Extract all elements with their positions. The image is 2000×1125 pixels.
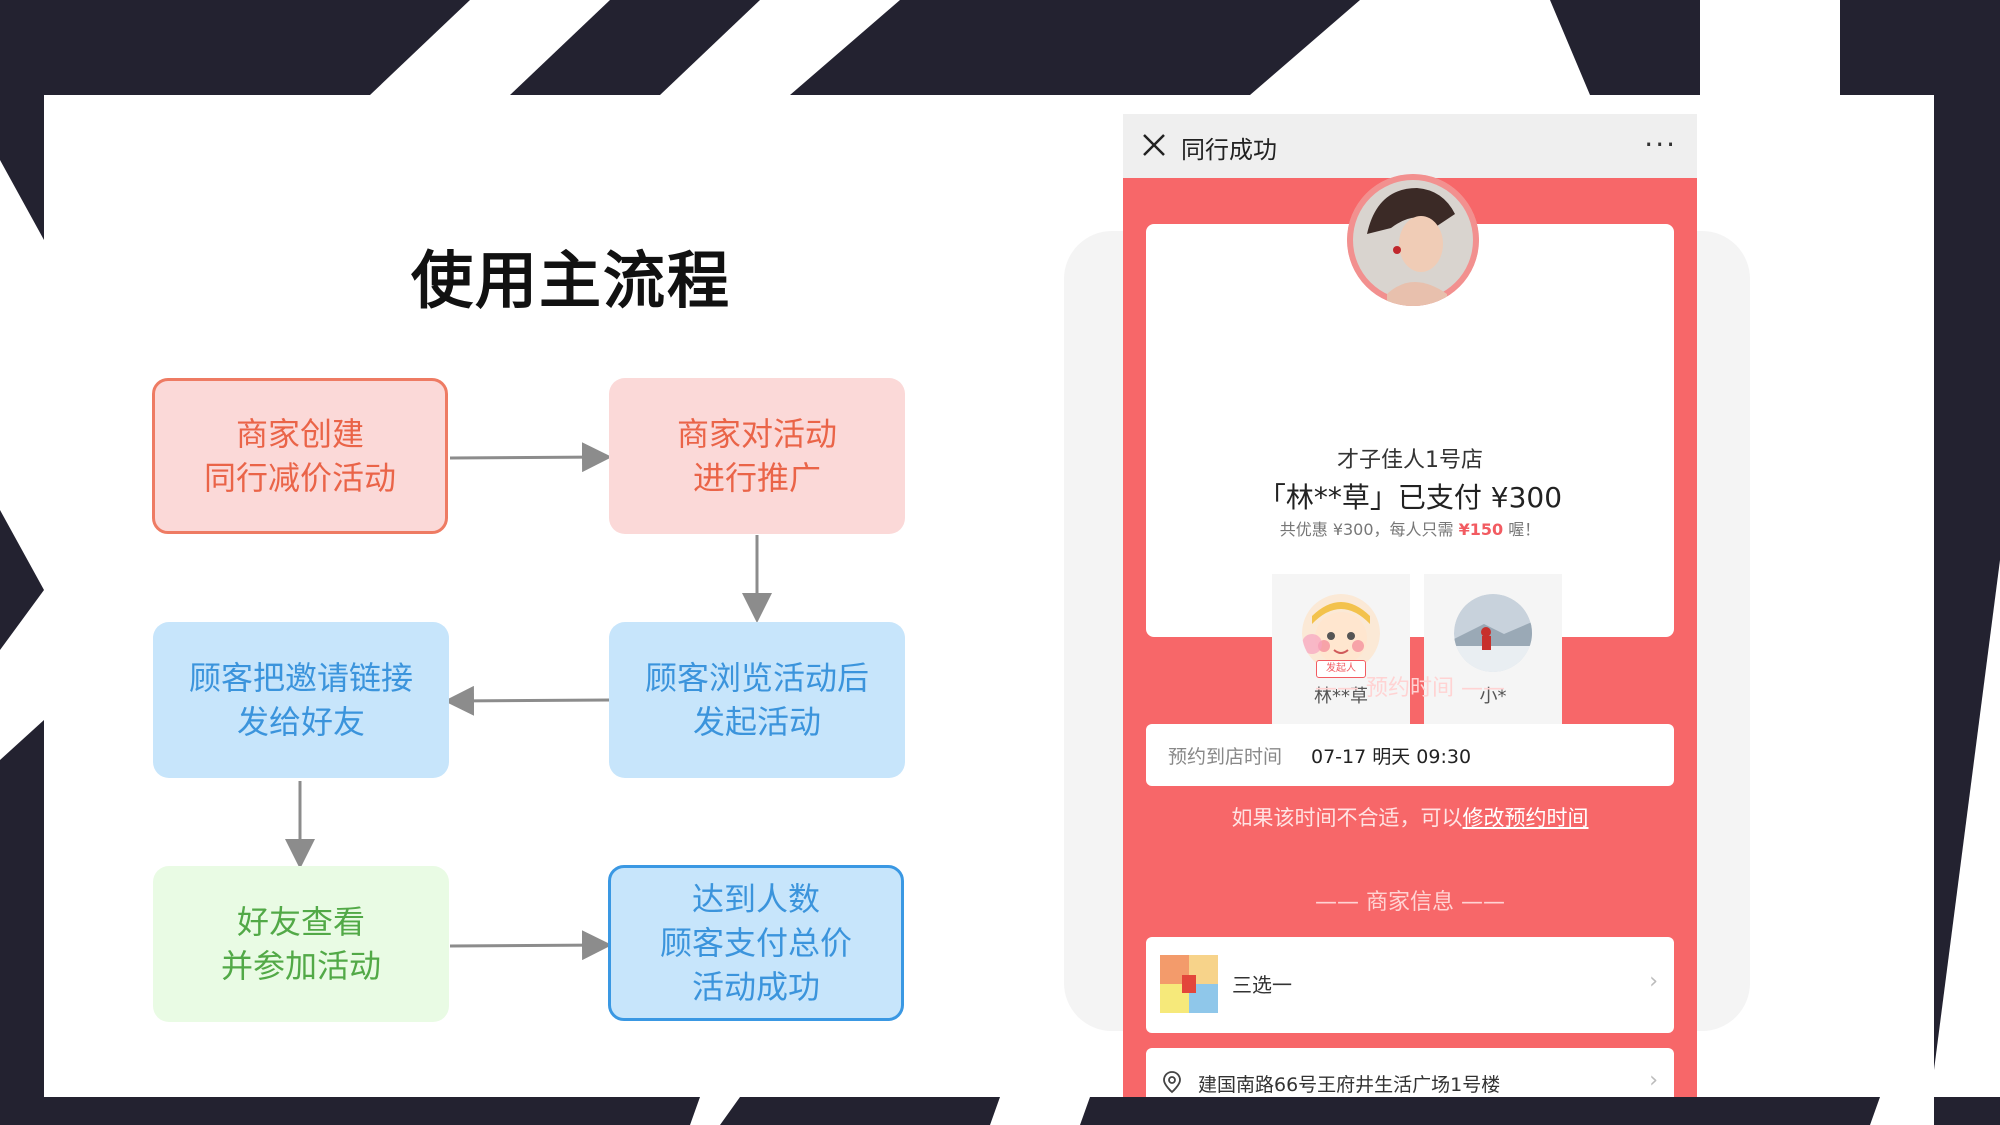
slide-panel: 使用主流程 商家创建 同行减价活动 商家对活动 进行推广 顾客浏览活动后 发起活… bbox=[44, 95, 1934, 1097]
location-pin-icon bbox=[1163, 1071, 1181, 1094]
flow-step-text: 进行推广 bbox=[692, 459, 821, 497]
merchant-section-title: —— 商家信息 —— bbox=[1315, 890, 1505, 915]
chevron-right-icon: › bbox=[1649, 969, 1658, 994]
more-icon[interactable]: ··· bbox=[1644, 128, 1677, 161]
chevron-right-icon: › bbox=[1649, 1068, 1658, 1093]
flow-step-text: 顾客把邀请链接 bbox=[188, 659, 413, 697]
booking-time-label: 预约到店时间 bbox=[1168, 746, 1283, 768]
booking-notice: 如果该时间不合适，可以修改预约时间 bbox=[1123, 802, 1697, 832]
flow-step-customer-browse: 顾客浏览活动后 发起活动 bbox=[609, 622, 905, 778]
booking-notice-text: 如果该时间不合适，可以 bbox=[1231, 806, 1463, 830]
flow-step-text: 活动成功 bbox=[691, 968, 820, 1006]
merchant-product-row[interactable]: 三选一 › bbox=[1146, 937, 1674, 1033]
merchant-address: 建国南路66号王府井生活广场1号楼 bbox=[1198, 1074, 1501, 1096]
flow-step-text: 达到人数 bbox=[691, 880, 820, 918]
saving-suffix: 喔！ bbox=[1503, 520, 1541, 539]
saving-info: 共优惠 ¥300，每人只需 ¥150 喔！ bbox=[1146, 516, 1674, 540]
booking-section-title: —— 预约时间 —— bbox=[1315, 676, 1505, 701]
flow-step-merchant-create: 商家创建 同行减价活动 bbox=[152, 378, 448, 534]
member-avatar bbox=[1454, 594, 1532, 672]
flow-step-text: 并参加活动 bbox=[220, 947, 381, 985]
flow-step-text: 商家对活动 bbox=[676, 415, 837, 453]
flow-title: 使用主流程 bbox=[410, 244, 731, 317]
flow-step-text: 好友查看 bbox=[236, 903, 365, 941]
store-name: 才子佳人1号店 bbox=[1337, 448, 1483, 473]
flow-step-activity-success: 达到人数 顾客支付总价 活动成功 bbox=[608, 865, 904, 1021]
flow-step-friend-join: 好友查看 并参加活动 bbox=[153, 866, 449, 1022]
arrow-step5-to-step6 bbox=[449, 930, 612, 961]
store-avatar bbox=[1347, 174, 1479, 306]
member-avatar bbox=[1302, 594, 1380, 672]
member-name: 小* bbox=[1479, 686, 1507, 707]
phone-screen: 同行成功 ··· 才子佳人1号店 「林**草」已支付 ¥300 共优惠 ¥300… bbox=[1123, 114, 1697, 1097]
member-friend[interactable]: 小* bbox=[1424, 574, 1562, 734]
flow-step-text: 发给好友 bbox=[236, 703, 365, 741]
arrow-step3-to-step4 bbox=[444, 685, 611, 716]
flow-step-text: 同行减价活动 bbox=[203, 459, 396, 497]
flow-step-customer-share: 顾客把邀请链接 发给好友 bbox=[153, 622, 449, 778]
initiator-badge: 发起人 bbox=[1316, 660, 1366, 678]
flow-step-text: 顾客浏览活动后 bbox=[644, 659, 869, 697]
nav-bar: 同行成功 ··· bbox=[1123, 114, 1697, 178]
saving-amount: ¥150 bbox=[1458, 520, 1504, 539]
flow-step-merchant-promote: 商家对活动 进行推广 bbox=[609, 378, 905, 534]
arrow-step1-to-step2 bbox=[449, 442, 612, 473]
close-icon[interactable] bbox=[1139, 130, 1169, 160]
flow-step-text: 发起活动 bbox=[692, 703, 821, 741]
member-initiator[interactable]: 发起人 林**草 bbox=[1272, 574, 1410, 734]
nav-title: 同行成功 bbox=[1181, 136, 1277, 164]
product-thumbnail bbox=[1160, 955, 1218, 1013]
paid-status: 「林**草」已支付 ¥300 bbox=[1257, 481, 1563, 514]
product-name: 三选一 bbox=[1232, 973, 1292, 997]
saving-prefix: 共优惠 ¥300，每人只需 bbox=[1279, 520, 1459, 539]
booking-time-value: 07-17 明天 09:30 bbox=[1311, 746, 1472, 768]
booking-time-row: 预约到店时间 07-17 明天 09:30 bbox=[1146, 724, 1674, 786]
member-name: 林**草 bbox=[1314, 686, 1368, 707]
flow-step-text: 商家创建 bbox=[235, 415, 364, 453]
merchant-address-row[interactable]: 建国南路66号王府井生活广场1号楼 › bbox=[1146, 1048, 1674, 1097]
modify-booking-link[interactable]: 修改预约时间 bbox=[1462, 806, 1589, 830]
flow-step-text: 顾客支付总价 bbox=[659, 924, 852, 962]
